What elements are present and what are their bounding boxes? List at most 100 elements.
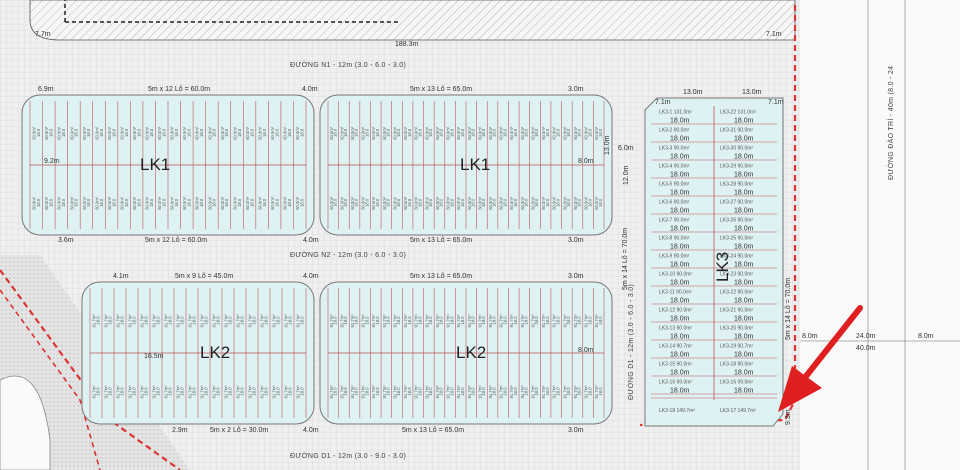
lot-depth-label: 18.0 xyxy=(428,198,433,207)
dim-r1-left-spec: 5m x 12 Lô = 60.0m xyxy=(148,86,210,93)
lot-depth-label: 18.0 xyxy=(36,128,41,137)
dim-road-d1-spec: 5m x 14 Lô = 70.0m xyxy=(622,228,629,290)
lot-area-label: 91.7m² xyxy=(103,314,108,328)
blocks: 60.0m²60.0m²18.018.060.0m²60.0m²18.018.0… xyxy=(21,94,784,427)
lot-area-label: 91.7m² xyxy=(552,385,557,399)
lot-depth-label: 18.0 xyxy=(74,198,79,207)
lot-area-label: 60.0m² xyxy=(145,196,150,210)
lot-area-label: 91.7m² xyxy=(211,385,216,399)
lot-depth-label: 18.0 xyxy=(375,387,380,396)
lot-area-label: 91.7m² xyxy=(477,385,482,399)
lot-depth-label: 18.0 xyxy=(252,316,257,325)
dim-w93: 9.3m xyxy=(785,409,792,425)
lot-area-label: 60.0m² xyxy=(499,126,504,140)
lot-area-label: 91.7m² xyxy=(382,385,387,399)
lot-area-label: 91.7m² xyxy=(594,385,599,399)
lot-depth-label: 18.0 xyxy=(587,198,592,207)
lot-depth-label: 18.0 xyxy=(264,387,269,396)
lk3-lot-label: LK3-2 90.0m² xyxy=(659,128,690,134)
lot-area-label: 60.0m² xyxy=(403,196,408,210)
lot-depth-label: 18.0 xyxy=(86,198,91,207)
lot-depth-label: 18.0 xyxy=(61,128,66,137)
dim-r1-right-spec: 5m x 13 Lô = 65.0m xyxy=(410,86,472,93)
dim-road-8: 8.0m xyxy=(802,333,818,340)
lot-area-label: 91.7m² xyxy=(103,385,108,399)
lot-area-label: 60.0m² xyxy=(207,196,212,210)
lot-area-label: 91.7m² xyxy=(424,385,429,399)
lk3-lot-label: LK3-27 90.0m² xyxy=(720,200,753,206)
lot-depth-label: 18.0 xyxy=(136,198,141,207)
lot-depth-label: 18.0 xyxy=(449,128,454,137)
lot-depth-label: 18.0 xyxy=(407,128,412,137)
dim-r2-right: 3.0m xyxy=(568,273,584,280)
lot-depth-label: 18.0 xyxy=(132,316,137,325)
dim-r1-mid: 4.0m xyxy=(302,86,318,93)
lot-depth-label: 18.0 xyxy=(49,128,54,137)
lot-area-label: 91.7m² xyxy=(271,385,276,399)
dim-lk3-width2: 13.0m xyxy=(742,89,762,96)
lot-depth-label: 18.0 xyxy=(204,316,209,325)
lot-area-label: 60.0m² xyxy=(467,196,472,210)
lot-depth-label: 18.0 xyxy=(545,316,550,325)
lot-area-label: 91.7m² xyxy=(424,314,429,328)
lot-area-label: 60.0m² xyxy=(157,126,162,140)
dim-w12: 12.0m xyxy=(623,165,630,185)
lot-depth-label: 18.0 xyxy=(587,128,592,137)
lot-area-label: 60.0m² xyxy=(145,126,150,140)
lot-depth-label: 18.0 xyxy=(439,387,444,396)
lk3-lot-label: LK3-9 90.0m² xyxy=(659,254,690,260)
dim-r2-bottom-mid: 4.0m xyxy=(303,427,319,434)
lot-depth-label: 18.0 xyxy=(36,198,41,207)
lot-area-label: 60.0m² xyxy=(530,126,535,140)
lk3-depth-label: 18.0m xyxy=(670,118,690,125)
lot-depth-label: 18.0 xyxy=(428,128,433,137)
lot-depth-label: 18.0 xyxy=(555,316,560,325)
lot-depth-label: 18.0 xyxy=(396,198,401,207)
lot-depth-label: 18.0 xyxy=(524,198,529,207)
lot-area-label: 60.0m² xyxy=(82,126,87,140)
lot-area-label: 91.7m² xyxy=(509,385,514,399)
lot-depth-label: 18.0 xyxy=(240,316,245,325)
lk3-depth-label: 18.0m xyxy=(734,172,754,179)
lot-depth-label: 18.0 xyxy=(111,128,116,137)
lot-area-label: 60.0m² xyxy=(44,196,49,210)
lot-depth-label: 18.0 xyxy=(375,316,380,325)
lk3-depth-label: 18.0m xyxy=(734,136,754,143)
lot-area-label: 60.0m² xyxy=(350,126,355,140)
lot-depth-label: 18.0 xyxy=(237,198,242,207)
dim-road-24: 24.0m xyxy=(856,333,876,340)
lot-depth-label: 18.0 xyxy=(99,128,104,137)
lot-depth-label: 18.0 xyxy=(587,387,592,396)
block-label-lk1-right: LK1 xyxy=(460,155,490,174)
lot-depth-label: 18.0 xyxy=(407,316,412,325)
lot-area-label: 91.7m² xyxy=(199,314,204,328)
lk3-depth-label: 18.0m xyxy=(734,208,754,215)
lot-depth-label: 18.0 xyxy=(534,387,539,396)
lot-depth-label: 18.0 xyxy=(343,387,348,396)
lk3-depth-label: 18.0m xyxy=(670,316,690,323)
lot-area-label: 91.7m² xyxy=(392,314,397,328)
lot-depth-label: 18.0 xyxy=(262,198,267,207)
lot-area-label: 60.0m² xyxy=(157,196,162,210)
lk3-lot-label: LK3-20 90.0m² xyxy=(720,326,753,332)
lot-area-label: 91.7m² xyxy=(541,385,546,399)
lot-area-label: 60.0m² xyxy=(562,196,567,210)
lot-depth-label: 18.0 xyxy=(555,198,560,207)
lot-depth-label: 18.0 xyxy=(332,128,337,137)
dim-right-8b: 8.0m xyxy=(578,347,594,354)
lot-area-label: 60.0m² xyxy=(350,196,355,210)
lot-area-label: 91.7m² xyxy=(247,314,252,328)
lot-area-label: 91.7m² xyxy=(247,385,252,399)
dim-r2-left: 4.1m xyxy=(113,273,129,280)
dim-r2-bottom-right: 3.0m xyxy=(568,427,584,434)
lot-area-label: 60.0m² xyxy=(119,126,124,140)
lot-depth-label: 18.0 xyxy=(276,316,281,325)
lot-area-label: 91.7m² xyxy=(584,314,589,328)
lk3-lot-label: LK3-6 90.0m² xyxy=(659,200,690,206)
lot-depth-label: 18.0 xyxy=(199,198,204,207)
lot-depth-label: 18.0 xyxy=(460,387,465,396)
lk3-lot-label: LK3-8 90.0m² xyxy=(659,236,690,242)
lot-depth-label: 18.0 xyxy=(555,387,560,396)
lot-area-label: 60.0m² xyxy=(132,196,137,210)
